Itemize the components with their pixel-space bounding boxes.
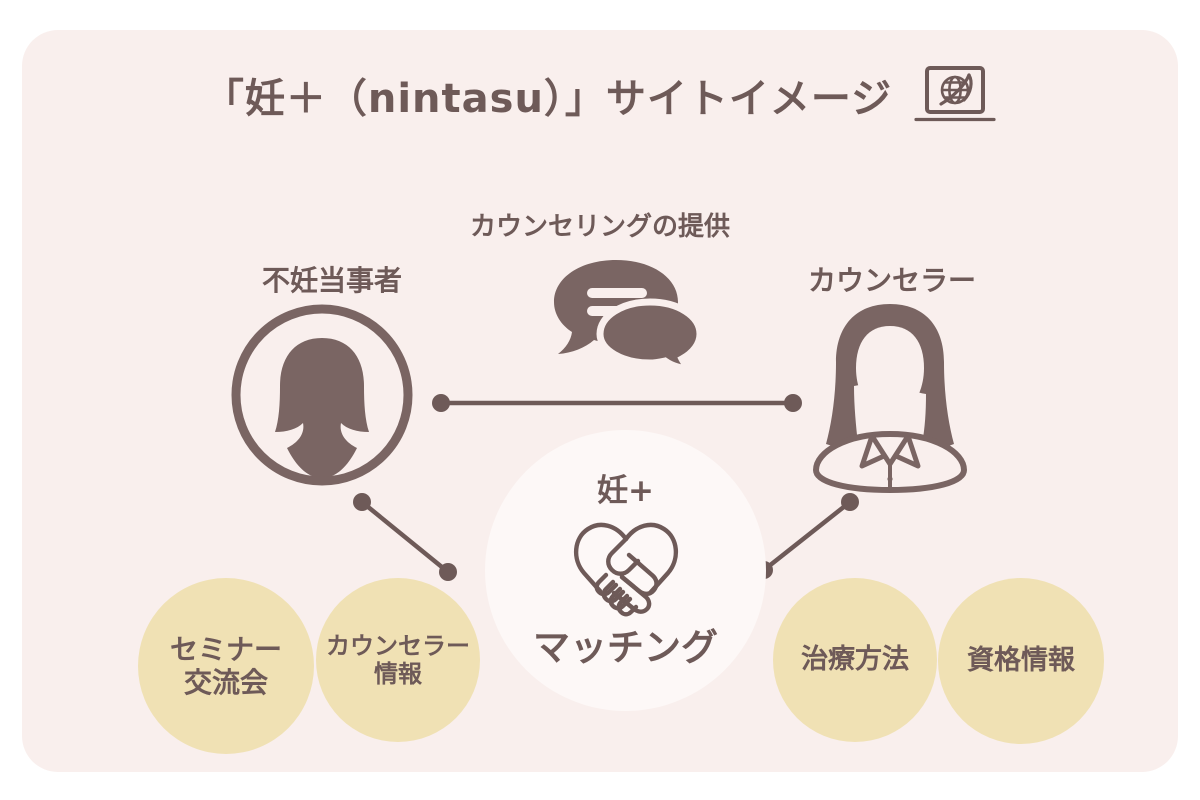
matching-hub-label: マッチング xyxy=(533,625,718,669)
feature-label-line1: セミナー xyxy=(169,632,282,666)
matching-hub[interactable]: 妊+ xyxy=(485,430,766,711)
right-actor-label: カウンセラー xyxy=(807,264,976,297)
counselor-woman-icon xyxy=(794,298,986,494)
feature-label-line1: カウンセラー xyxy=(326,631,470,660)
left-actor-label: 不妊当事者 xyxy=(261,264,402,297)
feature-label-line2: 交流会 xyxy=(183,666,268,699)
matching-hub-brand: 妊+ xyxy=(597,472,654,509)
connector-horizontal xyxy=(432,394,802,412)
infographic-card: 「妊＋（nintasu）」サイトイメージ カ xyxy=(22,30,1178,772)
feature-bubble-treatment[interactable]: 治療方法 xyxy=(773,578,937,742)
page-title-row: 「妊＋（nintasu）」サイトイメージ xyxy=(22,66,1178,124)
feature-label-line1: 資格情報 xyxy=(967,645,1075,677)
relation-label: カウンセリングの提供 xyxy=(469,212,730,242)
page-title: 「妊＋（nintasu）」サイトイメージ xyxy=(203,76,893,122)
chat-bubbles-icon xyxy=(542,258,704,373)
feature-bubble-counselor-info[interactable]: カウンセラー 情報 xyxy=(316,578,480,742)
feature-label-line1: 治療方法 xyxy=(801,644,909,676)
heart-handshake-icon xyxy=(562,513,690,625)
feature-label-line2: 情報 xyxy=(374,660,422,688)
laptop-globe-icon xyxy=(914,66,996,124)
connector-left-diagonal xyxy=(353,493,457,581)
person-in-circle-icon xyxy=(227,300,417,490)
feature-bubble-qualification[interactable]: 資格情報 xyxy=(938,578,1104,744)
feature-bubble-seminar[interactable]: セミナー 交流会 xyxy=(138,578,314,754)
